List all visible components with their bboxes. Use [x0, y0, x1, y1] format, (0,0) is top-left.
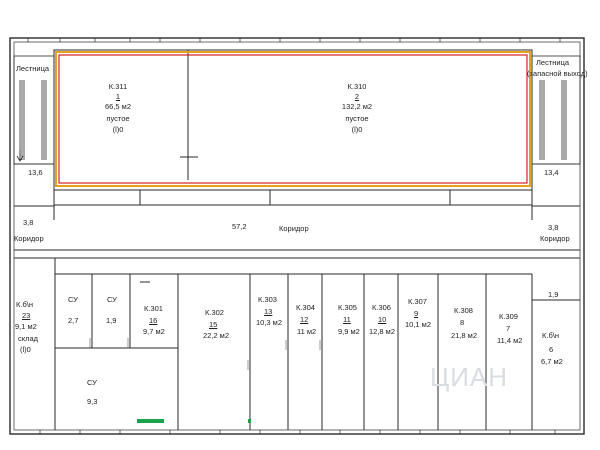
top-rooms-walls [53, 49, 533, 206]
room-kbn-left-number: 23 [22, 311, 31, 320]
stair-right-value: 13,4 [544, 168, 559, 177]
room-302-area: 22,2 м2 [203, 331, 230, 340]
room-310-area: 132,2 м2 [341, 102, 373, 111]
wc-1-label: СУ [68, 295, 78, 304]
room-301-area: 9,7 м2 [143, 327, 165, 336]
room-311-status: пустое [106, 114, 130, 123]
highlight-outer [55, 51, 531, 187]
room-kbn-left-area: 9,1 м2 [15, 322, 37, 331]
room-309-label: К.309 [499, 312, 518, 321]
corridor-right-value: 3,8 [548, 223, 559, 232]
right-small-value: 1,9 [548, 290, 559, 299]
room-303-area: 10,3 м2 [256, 318, 283, 327]
wc-3-label: СУ [87, 378, 97, 387]
room-303-label: К.303 [258, 295, 277, 304]
room-302-number: 15 [209, 320, 218, 329]
room-kbn-right-label: К.б\н [542, 331, 559, 340]
room-311-note: (l)0 [112, 125, 124, 134]
green-mark-mid [248, 419, 251, 423]
highlight-inner [58, 54, 528, 184]
room-308-area: 21,8 м2 [451, 331, 478, 340]
room-311-number: 1 [115, 92, 121, 101]
door-marks [89, 338, 321, 370]
outer-walls [9, 37, 585, 435]
watermark: ЦИАН [430, 362, 509, 392]
room-301-label: К.301 [144, 304, 163, 313]
room-306-area: 12,8 м2 [369, 327, 396, 336]
room-311-label: К.311 [108, 82, 128, 91]
wc-1-area: 2,7 [68, 316, 79, 325]
bottom-rooms-walls [54, 258, 580, 430]
room-kbn-left-note: (l)0 [20, 345, 31, 354]
stair-left-label: Лестница [16, 64, 50, 73]
room-304-number: 12 [300, 315, 309, 324]
stair-right-label: Лестница [536, 58, 570, 67]
corridor-walls [14, 190, 580, 259]
room-kbn-left-extra: склад [18, 334, 39, 343]
corridor-right-label: Коридор [540, 234, 570, 243]
corridor-center-label: Коридор [279, 224, 309, 233]
corridor-left-value: 3,8 [23, 218, 34, 227]
room-303-number: 13 [264, 307, 273, 316]
corridor-left-label: Коридор [14, 234, 44, 243]
room-304-area: 11 м2 [297, 327, 317, 336]
room-307-number: 9 [414, 309, 419, 318]
room-308-label: К.308 [454, 306, 473, 315]
room-301-number: 16 [149, 316, 158, 325]
room-310-label: К.310 [347, 82, 367, 91]
room-302-label: К.302 [205, 308, 224, 317]
room-kbn-right-number: 6 [549, 345, 554, 354]
room-305-label: К.305 [338, 303, 357, 312]
room-308-number: 8 [460, 318, 465, 327]
room-305-area: 9,9 м2 [338, 327, 360, 336]
room-306-label: К.306 [372, 303, 391, 312]
room-305-number: 11 [343, 315, 351, 324]
wc-3-area: 9,3 [87, 397, 98, 406]
room-309-area: 11,4 м2 [497, 336, 523, 345]
wc-2-label: СУ [107, 295, 117, 304]
corridor-center-value: 57,2 [232, 222, 247, 231]
room-310-note: (l)0 [351, 125, 363, 134]
stair-right-sublabel: (запасной выход) [527, 69, 588, 78]
room-kbn-left-label: К.б\н [16, 300, 33, 309]
green-mark-left [137, 419, 164, 423]
room-310-number: 2 [354, 92, 360, 101]
room-kbn-right-area: 6,7 м2 [541, 357, 563, 366]
room-307-label: К.307 [408, 297, 427, 306]
room-306-number: 10 [378, 315, 387, 324]
room-309-number: 7 [506, 324, 511, 333]
wc-2-area: 1,9 [106, 316, 117, 325]
stair-left-value: 13,6 [28, 168, 43, 177]
room-310-status: пустое [345, 114, 369, 123]
room-307-area: 10,1 м2 [405, 320, 432, 329]
room-311-area: 66,5 м2 [104, 102, 131, 111]
room-304-label: К.304 [296, 303, 315, 312]
